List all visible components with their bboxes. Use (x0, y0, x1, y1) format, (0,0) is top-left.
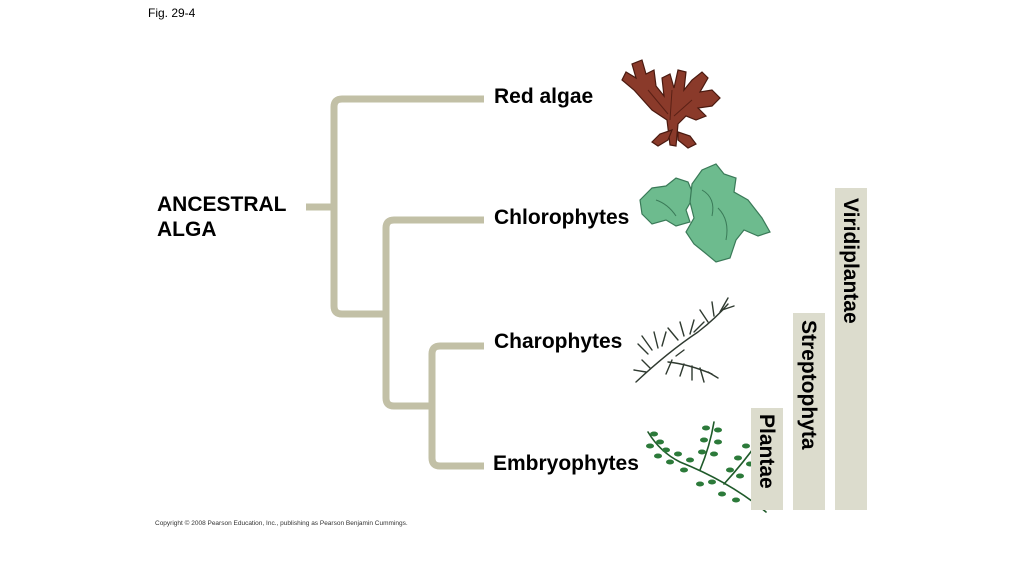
taxon-red-algae: Red algae (494, 85, 594, 108)
clade-label-plantae: Plantae (755, 414, 778, 489)
taxon-embryophytes: Embryophytes (493, 452, 639, 475)
root-label-ancestral-alga: ANCESTRAL ALGA (157, 192, 287, 242)
taxon-charophytes: Charophytes (494, 330, 623, 353)
clade-label-viridiplantae: Viridiplantae (839, 198, 862, 324)
branch-viridiplantae-split (382, 216, 484, 410)
branch-streptophyta-split (428, 342, 484, 470)
clade-bracket-plantae (751, 408, 783, 510)
chlorophyte-icon (639, 163, 771, 263)
copyright-notice: Copyright © 2008 Pearson Education, Inc.… (155, 520, 408, 527)
branch-red-algae-split (330, 95, 484, 318)
root-label-line1: ANCESTRAL (157, 193, 287, 216)
charophyte-icon (633, 297, 735, 383)
clade-label-streptophyta: Streptophyta (797, 320, 820, 450)
red-algae-icon (621, 59, 721, 149)
clade-bracket-viridiplantae (835, 188, 867, 510)
figure-label: Fig. 29-4 (148, 6, 196, 20)
taxon-chlorophytes: Chlorophytes (494, 206, 630, 229)
embryophyte-fern-icon (646, 421, 767, 513)
root-label-line2: ALGA (157, 218, 217, 241)
clade-bracket-streptophyta (793, 313, 825, 510)
